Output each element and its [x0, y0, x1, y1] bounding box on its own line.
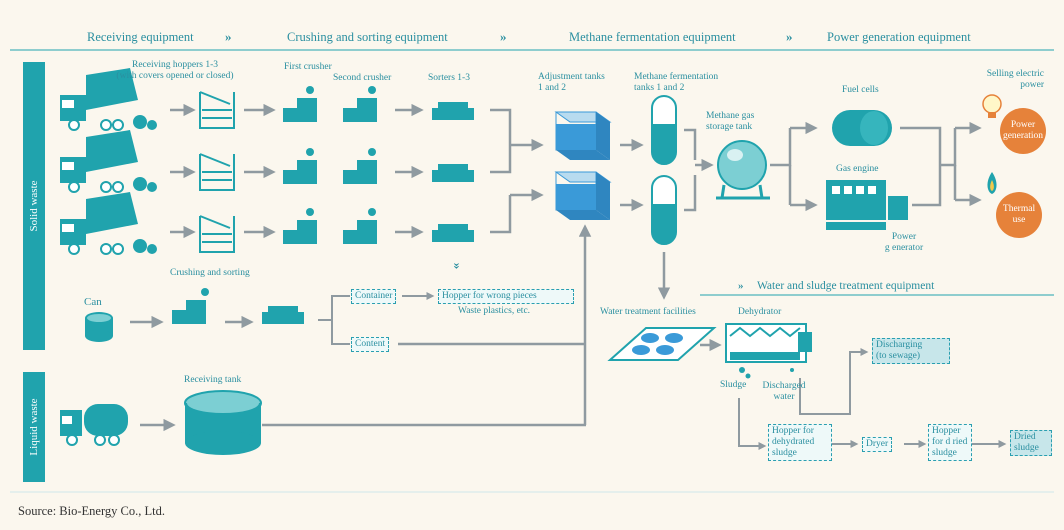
dump-truck-2	[60, 130, 157, 193]
fuel-cells-label: Fuel cells	[842, 85, 879, 95]
sludge-label: Sludge	[720, 380, 747, 390]
discharging-box: Discharging(to sewage)	[872, 338, 950, 364]
hopper-wrong-pieces-box: Hopper for wrong pieces	[438, 289, 574, 304]
header-crushing: Crushing and sorting equipment	[287, 30, 448, 44]
gas-engine-label: Gas engine	[836, 164, 879, 174]
header-receiving: Receiving equipment	[87, 30, 194, 44]
adjustment-tank-1	[554, 111, 612, 160]
second-crusher-label: Second crusher	[333, 73, 392, 83]
sorter-1	[432, 102, 474, 120]
liquid-waste-label: Liquid waste	[28, 398, 40, 456]
sorter-3	[432, 224, 474, 242]
first-crusher-1	[283, 86, 317, 122]
down-arrow-indicator: »	[450, 262, 466, 270]
first-crusher-2	[283, 148, 317, 184]
wst-title: Water and sludge treatment equipment	[757, 280, 935, 292]
liquid-waste-sidebar: Liquid waste	[23, 372, 45, 482]
light-bulb-icon	[982, 94, 1002, 118]
water-treatment-facility	[607, 327, 717, 361]
receiving-tank-icon	[184, 390, 262, 455]
methane-tank-1	[651, 95, 677, 165]
water-treatment-label: Water treatment facilities	[600, 307, 696, 317]
container-box: Container	[351, 289, 397, 304]
flame-icon	[987, 172, 997, 194]
can-crusher	[172, 288, 209, 324]
adjustment-tank-2	[554, 171, 612, 220]
header-methane: Methane fermentation equipment	[569, 30, 736, 44]
dryer-box: Dryer	[862, 437, 893, 452]
can-sorter	[262, 306, 304, 324]
second-crusher-1	[343, 86, 377, 122]
waste-plastics-label: Waste plastics, etc.	[458, 306, 531, 316]
wst-arrow: »	[738, 280, 744, 292]
header-arrow-2: »	[500, 29, 507, 44]
dump-truck-3	[60, 192, 157, 255]
methane-gas-storage-tank	[716, 140, 770, 200]
first-crusher-label: First crusher	[284, 62, 332, 72]
can-icon	[85, 312, 113, 342]
solid-waste-label: Solid waste	[28, 180, 40, 232]
content-box: Content	[351, 337, 390, 352]
header-power: Power generation equipment	[827, 30, 971, 44]
sorters-label: Sorters 1-3	[428, 73, 470, 83]
tank-truck	[60, 404, 128, 446]
header-arrow-1: »	[225, 29, 232, 44]
receiving-hopper-1	[199, 91, 235, 129]
can-label: Can	[84, 296, 102, 308]
second-crusher-2	[343, 148, 377, 184]
methane-tank-2	[651, 175, 677, 245]
receiving-hopper-2	[199, 153, 235, 191]
gas-engine-unit	[826, 180, 908, 230]
second-crusher-3	[343, 208, 377, 244]
dump-truck-1	[60, 68, 157, 131]
header-arrow-3: »	[786, 29, 793, 44]
receiving-hopper-3	[199, 215, 235, 253]
first-crusher-3	[283, 208, 317, 244]
sorter-2	[432, 164, 474, 182]
hoppers-label: Receiving hoppers 1-3(with covers opened…	[116, 60, 234, 81]
dehydrator-unit	[725, 323, 812, 379]
fuel-cell-unit	[832, 110, 892, 146]
receiving-tank-label: Receiving tank	[184, 375, 242, 385]
source-note: Source: Bio-Energy Co., Ltd.	[18, 504, 165, 518]
solid-waste-sidebar: Solid waste	[23, 62, 45, 350]
crushing-sorting-label: Crushing and sorting	[170, 268, 250, 278]
dehydrator-label: Dehydrator	[738, 307, 782, 317]
